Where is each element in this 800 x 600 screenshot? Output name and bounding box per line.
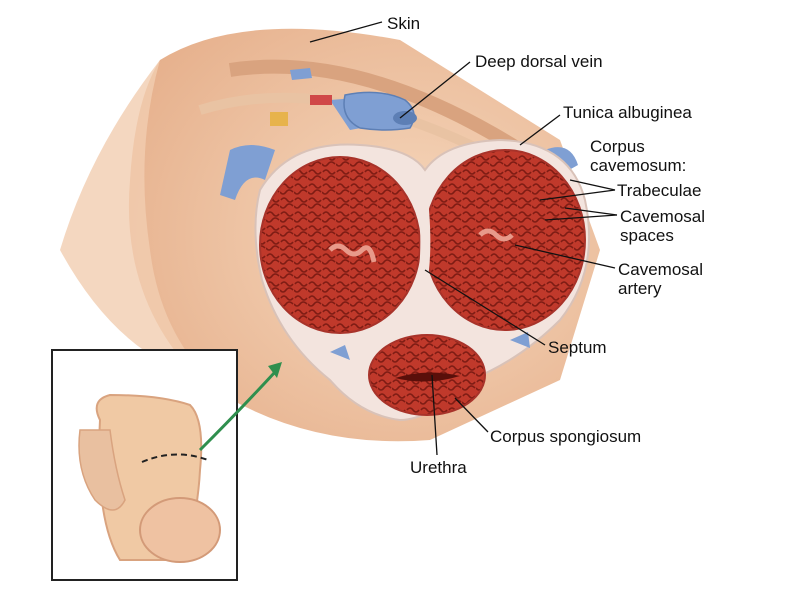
leader-trabeculae-1: [539, 189, 616, 201]
label-corpus-cavernosum-line1: Corpus: [590, 137, 645, 156]
label-corpus-cavernosum-line2: cavemosum:: [590, 156, 687, 175]
leader-deep-dorsal-vein: [399, 61, 471, 119]
label-cavernosal-artery: Cavemosal artery: [618, 260, 703, 298]
leader-corpus-spongiosum: [454, 397, 489, 433]
label-corpus-spongiosum: Corpus spongiosum: [490, 427, 642, 446]
label-cavernosal-artery-line1: Cavemosal: [618, 260, 704, 279]
label-trabeculae: Trabeculae: [617, 181, 702, 200]
leader-tunica-albuginea: [519, 114, 561, 146]
label-cavernosal-spaces: Cavemosal spaces: [620, 207, 705, 245]
label-skin: Skin: [387, 14, 421, 33]
label-corpus-cavernosum: Corpus cavemosum:: [590, 137, 686, 175]
leader-septum: [424, 269, 546, 346]
leader-lines: [309, 21, 618, 456]
cavernosal-artery-left: [328, 243, 377, 263]
cavernosal-artery-right: [478, 228, 514, 242]
leader-cavernosal-spaces-2: [564, 207, 618, 216]
label-cavernosal-spaces-line1: Cavemosal: [620, 207, 706, 226]
leader-skin: [309, 21, 383, 43]
leader-cavernosal-spaces-1: [544, 214, 618, 221]
label-tunica-albuginea: Tunica albuginea: [563, 103, 692, 122]
leader-cavernosal-artery: [514, 244, 616, 269]
label-cavernosal-artery-line2: artery: [618, 279, 662, 298]
inset-reference-illustration: [51, 349, 282, 581]
label-cavernosal-spaces-line2: spaces: [620, 226, 674, 245]
label-septum: Septum: [548, 338, 607, 357]
label-deep-dorsal-vein: Deep dorsal vein: [475, 52, 603, 71]
green-pointer-arrow: [198, 370, 277, 452]
leader-trabeculae-2: [569, 179, 616, 191]
septum: [415, 174, 431, 271]
urethra-slit: [395, 372, 460, 382]
leader-urethra: [431, 374, 438, 456]
deep-dorsal-vein: [343, 91, 417, 131]
label-urethra: Urethra: [410, 458, 467, 477]
